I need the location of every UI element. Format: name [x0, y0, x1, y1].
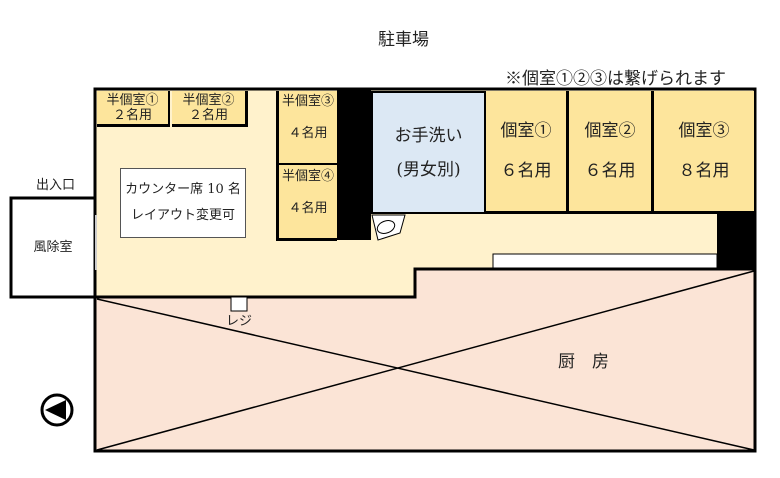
- compass-icon: [40, 393, 74, 427]
- vestibule: 風除室: [11, 198, 95, 297]
- counter-label: カウンター席 10 名: [125, 182, 241, 197]
- counter-seats[interactable]: カウンター席 10 名レイアウト変更可: [120, 168, 246, 238]
- half-room-3[interactable]: 半個室③ ４名用: [276, 91, 337, 165]
- vestibule-box: [9, 196, 97, 299]
- room-name: 個室①: [500, 121, 552, 141]
- register-box: [230, 296, 248, 312]
- room-name: 半個室③: [281, 94, 334, 109]
- room-capacity: ６名用: [500, 161, 552, 181]
- private-room-2[interactable]: 個室② ６名用: [569, 91, 654, 214]
- private-room-3[interactable]: 個室③ ８名用: [654, 91, 754, 214]
- entrance-label: 出入口: [36, 178, 76, 193]
- room-capacity: ４名用: [288, 126, 328, 141]
- room-capacity: ４名用: [288, 201, 328, 216]
- half-room-4[interactable]: 半個室④ ４名用: [276, 165, 337, 241]
- vestibule-label: 風除室: [33, 240, 73, 255]
- connect-note: ※個室①②③は繋げられます: [505, 69, 726, 89]
- room-capacity: ６名用: [584, 161, 636, 181]
- counter-strip: [492, 253, 718, 269]
- black-column: [337, 90, 371, 240]
- room-capacity: ２名用: [112, 107, 152, 123]
- register-label: レジ: [226, 314, 253, 329]
- private-room-1[interactable]: 個室① ６名用: [486, 91, 569, 214]
- parking-label: 駐車場: [378, 30, 429, 50]
- black-block: [717, 213, 755, 269]
- restroom-label: お手洗い: [394, 125, 463, 146]
- counter-note: レイアウト変更可: [130, 208, 235, 223]
- room-name: 半個室②: [182, 92, 235, 108]
- room-name: 個室③: [678, 121, 730, 141]
- room-capacity: ２名用: [188, 107, 228, 123]
- kitchen-label: 厨 房: [558, 352, 609, 372]
- room-name: 半個室④: [281, 169, 334, 184]
- restroom-note: (男女別): [396, 159, 461, 180]
- room-capacity: ８名用: [678, 161, 730, 181]
- room-name: 個室②: [584, 121, 636, 141]
- restroom[interactable]: お手洗い (男女別): [371, 91, 486, 214]
- room-name: 半個室①: [106, 92, 159, 108]
- sink-icon: [371, 214, 406, 241]
